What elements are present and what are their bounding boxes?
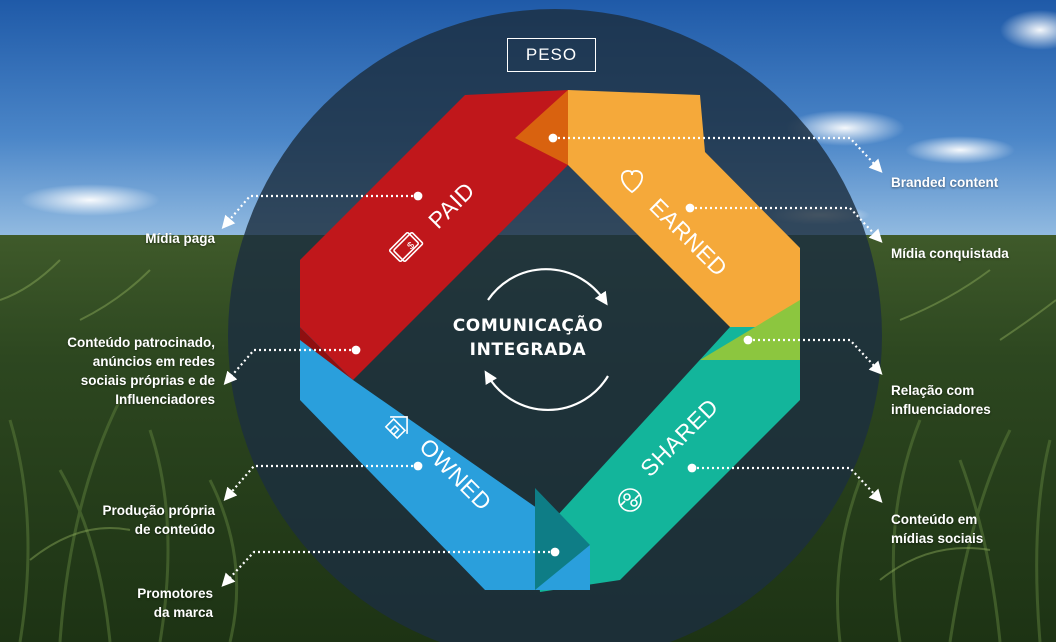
- cycle-arrow-bottom: [484, 370, 609, 411]
- label-line: de conteúdo: [134, 522, 215, 537]
- label-line: mídias sociais: [891, 531, 984, 546]
- shared-arrow: [535, 327, 800, 592]
- connector-promotores: [221, 547, 560, 587]
- cloud: [905, 136, 1015, 164]
- connectors: [221, 133, 883, 587]
- label-conteudo-midias-sociais: Conteúdo em mídias sociais: [891, 510, 1051, 548]
- label-line: sociais próprias e de: [80, 373, 215, 388]
- center-title-line1: COMUNICAÇÃO: [452, 316, 604, 336]
- label-line: influenciadores: [891, 402, 991, 417]
- label-line: Mídia paga: [145, 231, 215, 246]
- connector-midias-sociais: [687, 463, 883, 503]
- cloud: [1000, 10, 1056, 50]
- cycle-arrow-top: [487, 268, 608, 306]
- label-line: Conteúdo em: [891, 512, 978, 527]
- label-line: Relação com: [891, 383, 975, 398]
- connector-branded: [548, 133, 883, 173]
- connector-influenciadores: [743, 335, 883, 375]
- center-title: COMUNICAÇÃO INTEGRADA: [446, 314, 610, 362]
- label-line: Influenciadores: [115, 392, 215, 407]
- label-conteudo-patrocinado: Conteúdo patrocinado, anúncios em redes …: [5, 333, 215, 409]
- label-midia-conquistada: Mídia conquistada: [891, 244, 1055, 263]
- label-line: Mídia conquistada: [891, 246, 1009, 261]
- connector-producao: [223, 461, 423, 501]
- owned-arrow: [300, 327, 590, 590]
- center-title-line2: INTEGRADA: [469, 340, 587, 360]
- label-midia-paga: Mídia paga: [20, 229, 215, 248]
- label-relacao-influenciadores: Relação com influenciadores: [891, 381, 1051, 419]
- label-branded-content: Branded content: [891, 173, 1051, 192]
- label-producao-propria: Produção própria de conteúdo: [20, 501, 215, 539]
- corn-leaves-light: [0, 259, 1056, 581]
- label-promotores: Promotores da marca: [20, 584, 213, 622]
- connector-paid: [221, 191, 423, 230]
- label-line: Promotores: [137, 586, 213, 601]
- label-line: da marca: [153, 605, 213, 620]
- heart-icon: [620, 170, 644, 194]
- paid-arrow: [300, 90, 568, 380]
- peso-title: PESO: [507, 38, 596, 72]
- label-line: Branded content: [891, 175, 999, 190]
- cloud: [20, 184, 160, 216]
- people-share-icon: [618, 488, 642, 512]
- label-line: anúncios em redes: [92, 354, 215, 369]
- connector-conquistada: [685, 203, 883, 243]
- connector-patrocinado: [223, 345, 361, 385]
- house-icon: [384, 416, 408, 440]
- label-line: Produção própria: [102, 503, 215, 518]
- label-line: Conteúdo patrocinado,: [67, 335, 215, 350]
